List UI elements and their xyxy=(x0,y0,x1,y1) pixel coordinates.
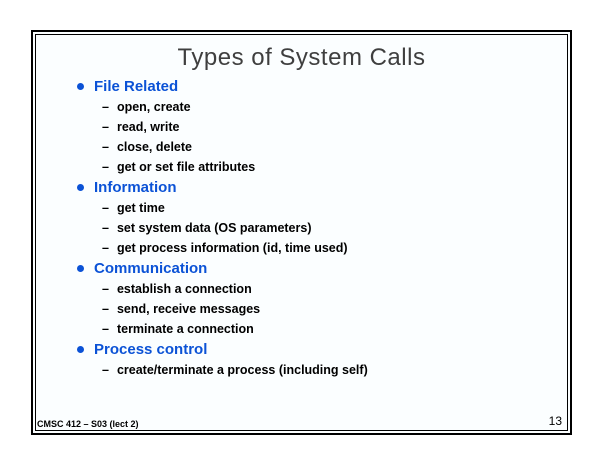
dash-marker: – xyxy=(102,120,109,134)
list-item-text: get process information (id, time used) xyxy=(116,241,348,255)
bullet-heading: File Related xyxy=(77,76,559,97)
section-communication: Communication – establish a connection –… xyxy=(77,258,559,339)
section-information: Information – get time – set system data… xyxy=(77,177,559,258)
bullet-icon xyxy=(77,184,84,191)
section-process-control: Process control – create/terminate a pro… xyxy=(77,339,559,380)
section-file-related: File Related – open, create – read, writ… xyxy=(77,76,559,177)
list-item-text: get time xyxy=(116,201,165,215)
heading-label: File Related xyxy=(94,78,179,95)
page-number: 13 xyxy=(548,414,562,428)
list-item: – create/terminate a process (including … xyxy=(77,360,559,380)
dash-marker: – xyxy=(102,160,109,174)
footer-course-label: CMSC 412 – S03 (lect 2) xyxy=(37,419,139,429)
list-item: – terminate a connection xyxy=(77,319,559,339)
list-item: – establish a connection xyxy=(77,279,559,299)
dash-marker: – xyxy=(102,221,109,235)
heading-label: Communication xyxy=(94,260,208,277)
dash-marker: – xyxy=(102,201,109,215)
bullet-icon xyxy=(77,265,84,272)
bullet-icon xyxy=(77,346,84,353)
dash-marker: – xyxy=(102,100,109,114)
list-item: – close, delete xyxy=(77,137,559,157)
list-item: – get or set file attributes xyxy=(77,157,559,177)
dash-marker: – xyxy=(102,302,109,316)
dash-marker: – xyxy=(102,322,109,336)
dash-marker: – xyxy=(102,282,109,296)
bullet-heading: Communication xyxy=(77,258,559,279)
bullet-heading: Process control xyxy=(77,339,559,360)
list-item-text: open, create xyxy=(116,100,191,114)
list-item-text: read, write xyxy=(116,120,180,134)
list-item: – get time xyxy=(77,198,559,218)
dash-marker: – xyxy=(102,363,109,377)
list-item-text: send, receive messages xyxy=(116,302,261,316)
bullet-icon xyxy=(77,83,84,90)
dash-marker: – xyxy=(102,140,109,154)
list-item: – open, create xyxy=(77,97,559,117)
list-item-text: close, delete xyxy=(116,140,192,154)
slide-title: Types of System Calls xyxy=(177,44,426,71)
heading-label: Process control xyxy=(94,341,208,358)
list-item: – set system data (OS parameters) xyxy=(77,218,559,238)
list-item: – read, write xyxy=(77,117,559,137)
list-item-text: establish a connection xyxy=(116,282,252,296)
list-item-text: create/terminate a process (including se… xyxy=(116,363,368,377)
list-item: – get process information (id, time used… xyxy=(77,238,559,258)
dash-marker: – xyxy=(102,241,109,255)
slide-inner-frame: Types of System Calls File Related – ope… xyxy=(35,34,568,431)
list-item: – send, receive messages xyxy=(77,299,559,319)
list-item-text: terminate a connection xyxy=(116,322,254,336)
heading-label: Information xyxy=(94,179,177,196)
list-item-text: set system data (OS parameters) xyxy=(116,221,312,235)
slide-frame: Types of System Calls File Related – ope… xyxy=(31,30,572,435)
list-item-text: get or set file attributes xyxy=(116,160,256,174)
bullet-heading: Information xyxy=(77,177,559,198)
slide-body: File Related – open, create – read, writ… xyxy=(77,76,559,380)
